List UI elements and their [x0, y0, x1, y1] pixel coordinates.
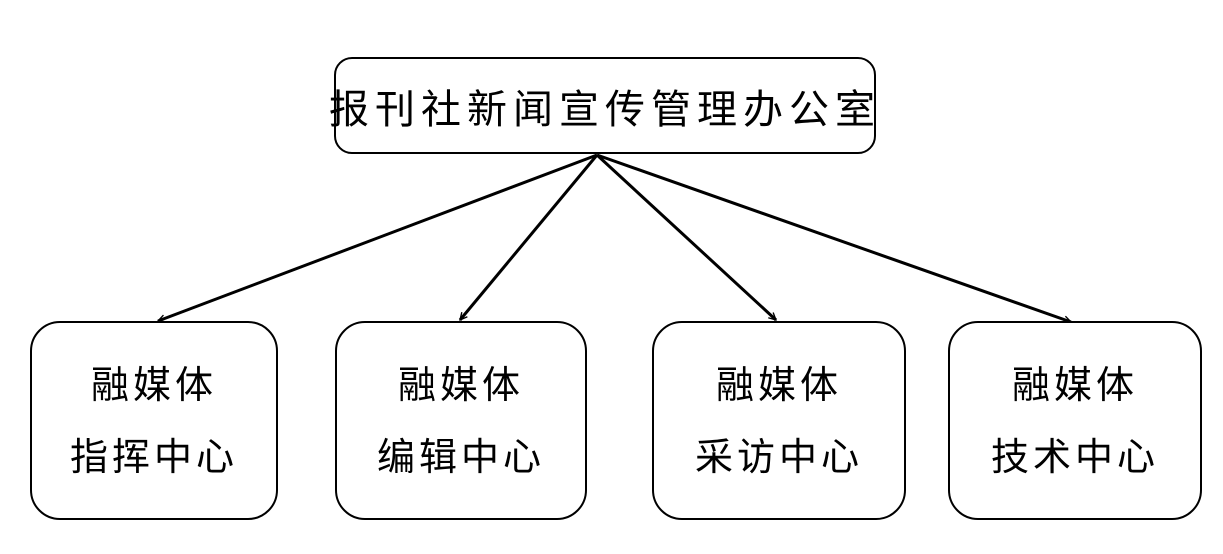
node-interview-center-line2: 采访中心: [694, 434, 863, 479]
arrow-to-command-center: [158, 153, 598, 321]
root-node-office: 报刊社新闻宣传管理办公室: [329, 57, 876, 154]
arrow-to-editing-center: [458, 154, 599, 320]
node-interview-center: 融媒体 采访中心: [652, 321, 906, 520]
node-command-center: 融媒体 指挥中心: [30, 321, 278, 520]
node-tech-center-line1: 融媒体: [1011, 362, 1138, 407]
node-tech-center-line2: 技术中心: [990, 434, 1159, 479]
node-interview-center-line1: 融媒体: [715, 362, 842, 407]
node-editing-center-line1: 融媒体: [397, 362, 524, 407]
node-command-center-line1: 融媒体: [90, 362, 217, 407]
node-tech-center: 融媒体 技术中心: [948, 321, 1202, 520]
node-editing-center: 融媒体 编辑中心: [335, 321, 587, 520]
node-command-center-line2: 指挥中心: [69, 434, 238, 479]
root-node-label: 报刊社新闻宣传管理办公室: [329, 86, 881, 133]
arrow-to-tech-center: [596, 153, 1071, 322]
arrow-to-interview-center: [595, 153, 776, 322]
node-editing-center-line2: 编辑中心: [376, 434, 545, 479]
